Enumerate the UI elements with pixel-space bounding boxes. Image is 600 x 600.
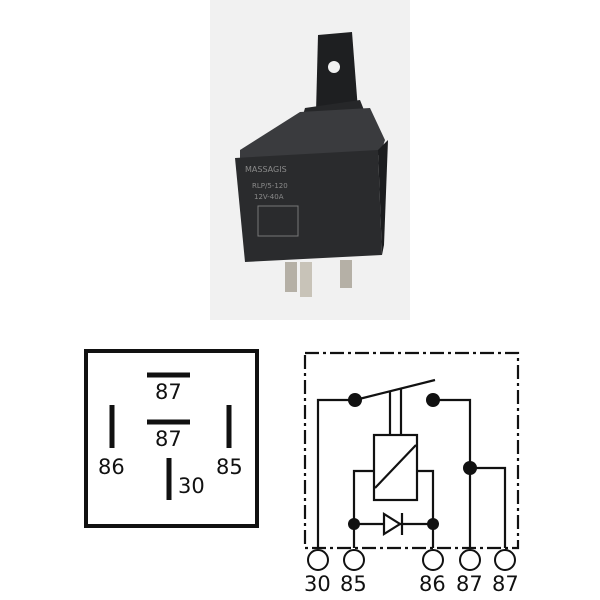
- rating-text: 12V-40A: [254, 193, 284, 201]
- relay-coil: [372, 433, 419, 502]
- brand-logo-text: MASSAGIS: [245, 165, 287, 174]
- junction-dots: [348, 393, 477, 530]
- pin-label-87-middle: 87: [155, 427, 182, 451]
- pinout-diagram: [84, 349, 259, 528]
- schematic-diagram: [303, 351, 520, 550]
- switch-contact: [354, 378, 436, 402]
- relay-photo: MASSAGIS RLP/5-120 12V-40A: [210, 0, 410, 320]
- terminal-label-85: 85: [340, 572, 367, 596]
- pinout-frame: [84, 349, 259, 528]
- pin-label-87-top: 87: [155, 380, 182, 404]
- terminal-label-87a: 87: [456, 572, 483, 596]
- pin-label-30: 30: [178, 474, 205, 498]
- diode-icon: [382, 512, 403, 536]
- schematic-frame: [303, 351, 520, 550]
- model-text: RLP/5-120: [252, 182, 288, 190]
- terminals: [307, 549, 516, 571]
- terminal-label-87b: 87: [492, 572, 519, 596]
- pin-label-86: 86: [98, 455, 125, 479]
- terminal-label-30: 30: [304, 572, 331, 596]
- terminal-label-86: 86: [419, 572, 446, 596]
- pin-label-85: 85: [216, 455, 243, 479]
